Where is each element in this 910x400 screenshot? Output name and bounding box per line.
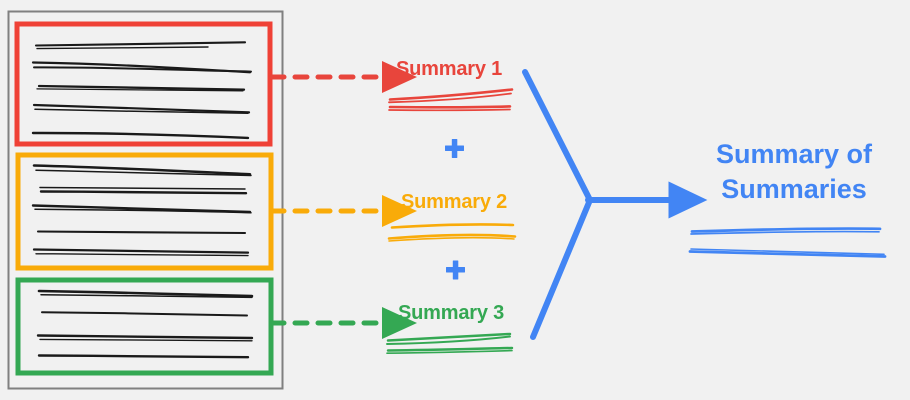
document-group-2[interactable]: [15, 152, 417, 271]
final-output-scribble: [688, 227, 887, 258]
document-group-3[interactable]: [15, 277, 417, 376]
document-group-1-text-lines: [31, 41, 252, 140]
summary-2-scribble: [387, 223, 517, 242]
document-group-1[interactable]: [14, 21, 417, 147]
summary-of-summaries-line-2: Summaries: [721, 173, 867, 204]
document-group-3-border: [15, 277, 274, 376]
merge-connector: [522, 69, 708, 340]
summary-of-summaries-line-1: Summary of: [715, 139, 873, 169]
summary-3-scribble: [386, 332, 514, 354]
summary-of-summaries-title: Summary of Summaries: [704, 137, 884, 206]
source-documents-panel: [7, 10, 284, 390]
plus-operator-1: [445, 139, 464, 158]
merge-branch-bottom: [530, 197, 593, 340]
plus-operator-2: [446, 260, 465, 280]
document-group-3-text-lines: [36, 289, 254, 359]
summary-2-label: Summary 2: [401, 191, 508, 213]
document-group-2-text-lines: [31, 164, 252, 257]
summary-1-scribble: [388, 88, 514, 112]
merge-branch-top: [522, 69, 593, 203]
summary-1-label: Summary 1: [396, 58, 503, 80]
summary-3-label: Summary 3: [398, 302, 505, 324]
document-group-1-border: [14, 21, 273, 147]
